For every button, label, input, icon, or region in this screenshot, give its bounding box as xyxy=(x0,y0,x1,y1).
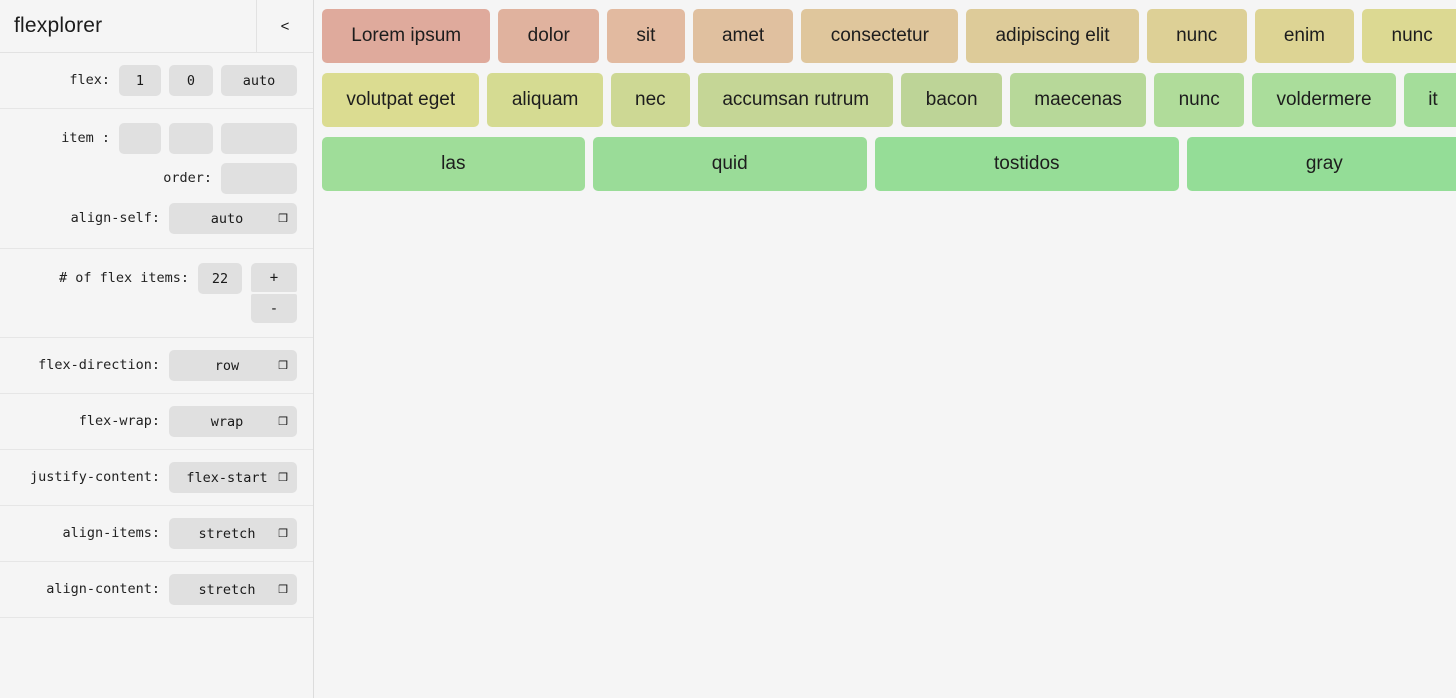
flex-item[interactable]: quid xyxy=(592,137,867,191)
decrement-button[interactable]: - xyxy=(251,294,297,323)
flex-shrink-input[interactable] xyxy=(169,65,213,96)
flex-item[interactable]: it xyxy=(1403,73,1456,127)
flex-wrap-label: flex-wrap: xyxy=(78,413,160,429)
sidebar-row-align-items: align-items: stretch ❒ xyxy=(0,506,313,562)
align-items-label: align-items: xyxy=(62,525,160,541)
flex-item[interactable]: enim xyxy=(1254,9,1355,63)
item-values-row: item : xyxy=(61,123,297,154)
sidebar-row-item: item : order: align-self: auto ❒ xyxy=(0,109,313,249)
flex-item[interactable]: nec xyxy=(610,73,691,127)
flex-item[interactable]: consectetur xyxy=(801,9,959,63)
flex-item[interactable]: accumsan rutrum xyxy=(698,73,894,127)
flex-label: flex: xyxy=(69,72,110,88)
flex-basis-input[interactable] xyxy=(221,65,297,96)
order-label: order: xyxy=(163,170,212,186)
flex-item[interactable]: Lorem ipsum xyxy=(322,9,491,63)
flex-item[interactable]: aliquam xyxy=(487,73,603,127)
item-flex-grow-input[interactable] xyxy=(119,123,161,154)
flex-wrap-select-wrap: wrap ❒ xyxy=(169,406,297,437)
flex-item-count-stepper: + - xyxy=(251,263,297,323)
order-input[interactable] xyxy=(221,163,297,194)
flex-item[interactable]: nunc xyxy=(1154,73,1245,127)
flex-item[interactable]: nunc xyxy=(1146,9,1247,63)
align-self-select-wrap: auto ❒ xyxy=(169,203,297,234)
item-order-row: order: xyxy=(163,163,297,194)
align-items-select[interactable]: stretch xyxy=(169,518,297,549)
flex-item[interactable]: sit xyxy=(607,9,685,63)
flex-item[interactable]: bacon xyxy=(901,73,1002,127)
flex-direction-label: flex-direction: xyxy=(38,357,160,373)
flex-item[interactable]: adipiscing elit xyxy=(966,9,1139,63)
collapse-sidebar-button[interactable]: < xyxy=(256,0,313,52)
flex-direction-select-wrap: row ❒ xyxy=(169,350,297,381)
align-self-label: align-self: xyxy=(70,210,160,226)
item-label: item : xyxy=(61,130,110,146)
flex-item[interactable]: dolor xyxy=(498,9,600,63)
increment-button[interactable]: + xyxy=(251,263,297,292)
flex-item[interactable]: tostidos xyxy=(874,137,1179,191)
justify-content-select-wrap: flex-start ❒ xyxy=(169,462,297,493)
item-align-self-row: align-self: auto ❒ xyxy=(71,203,297,234)
align-self-select[interactable]: auto xyxy=(169,203,297,234)
flex-item[interactable]: amet xyxy=(692,9,794,63)
flex-grow-input[interactable] xyxy=(119,65,161,96)
flex-item-count-label: # of flex items: xyxy=(58,270,189,286)
sidebar-row-justify-content: justify-content: flex-start ❒ xyxy=(0,450,313,506)
flex-item[interactable]: las xyxy=(322,137,585,191)
sidebar-row-align-content: align-content: stretch ❒ xyxy=(0,562,313,618)
sidebar-row-flex: flex: xyxy=(0,53,313,109)
sidebar-row-flex-direction: flex-direction: row ❒ xyxy=(0,338,313,394)
app-title: flexplorer xyxy=(14,14,103,37)
sidebar-row-flex-wrap: flex-wrap: wrap ❒ xyxy=(0,394,313,450)
flex-item-count-input[interactable] xyxy=(198,263,242,294)
item-flex-shrink-input[interactable] xyxy=(169,123,213,154)
sidebar-row-item-count: # of flex items: + - xyxy=(0,249,313,338)
item-flex-basis-input[interactable] xyxy=(221,123,297,154)
flex-item[interactable]: gray xyxy=(1186,137,1456,191)
flex-item[interactable]: voldermere xyxy=(1252,73,1396,127)
flex-wrap-select[interactable]: wrap xyxy=(169,406,297,437)
flex-item[interactable]: maecenas xyxy=(1009,73,1147,127)
justify-content-select[interactable]: flex-start xyxy=(169,462,297,493)
justify-content-label: justify-content: xyxy=(29,469,160,485)
control-sidebar: flexplorer < flex: item : orde xyxy=(0,0,314,698)
align-content-label: align-content: xyxy=(46,581,160,597)
flex-item[interactable]: nunc xyxy=(1362,9,1456,63)
align-content-select[interactable]: stretch xyxy=(169,574,297,605)
flex-item[interactable]: volutpat eget xyxy=(322,73,480,127)
chevron-left-icon: < xyxy=(280,17,290,35)
sidebar-header: flexplorer < xyxy=(0,0,313,53)
align-items-select-wrap: stretch ❒ xyxy=(169,518,297,549)
flex-direction-select[interactable]: row xyxy=(169,350,297,381)
align-content-select-wrap: stretch ❒ xyxy=(169,574,297,605)
